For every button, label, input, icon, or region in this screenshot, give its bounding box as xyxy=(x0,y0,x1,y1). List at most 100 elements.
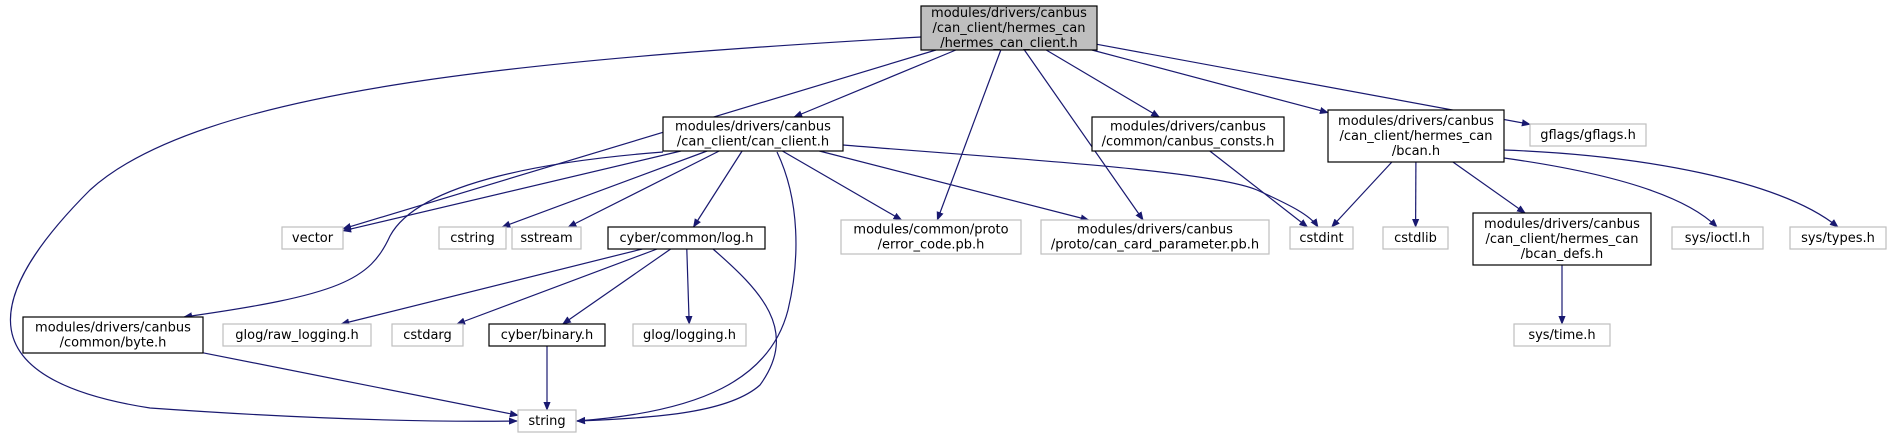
node-label-line: cstdarg xyxy=(403,328,452,343)
edge-bcan-to-sys_ioctl xyxy=(1503,157,1718,228)
edges-layer xyxy=(10,36,1839,425)
node-box xyxy=(281,226,344,250)
node-box xyxy=(438,226,507,250)
edge-can_client-to-error_code xyxy=(782,150,903,221)
node-bcan[interactable]: modules/drivers/canbus/can_client/hermes… xyxy=(1327,109,1505,163)
node-label-line: string xyxy=(528,414,565,429)
node-label-line: /can_client/hermes_can xyxy=(1340,129,1493,144)
node-label-line: /common/byte.h xyxy=(60,336,167,351)
node-label-line: /proto/can_card_parameter.pb.h xyxy=(1051,238,1259,253)
node-label-line: glog/raw_logging.h xyxy=(235,328,358,343)
node-binary[interactable]: cyber/binary.h xyxy=(488,323,606,347)
node-label-line: modules/drivers/canbus xyxy=(1338,114,1494,129)
node-box xyxy=(1529,123,1647,147)
node-box xyxy=(1091,116,1285,152)
node-sstream[interactable]: sstream xyxy=(511,226,582,250)
node-label-line: glog/logging.h xyxy=(643,328,736,343)
node-sys-types[interactable]: sys/types.h xyxy=(1789,226,1887,250)
node-gflags[interactable]: gflags/gflags.h xyxy=(1529,123,1647,147)
node-box xyxy=(391,323,464,347)
edge-canbus_consts-to-cstdint xyxy=(1209,150,1309,228)
node-cstdarg[interactable]: cstdarg xyxy=(391,323,464,347)
node-label-line: /can_client/can_client.h xyxy=(677,135,829,150)
edge-log-to-binary xyxy=(562,248,672,325)
edge-root-to-can_card_parameter xyxy=(1023,49,1144,221)
edge-root-to-string xyxy=(10,36,922,425)
node-box xyxy=(22,316,204,354)
node-label-line: cstdlib xyxy=(1394,231,1437,246)
node-box xyxy=(1671,226,1764,250)
node-label-line: cyber/common/log.h xyxy=(619,231,753,246)
node-box xyxy=(222,323,372,347)
node-label-line: sstream xyxy=(520,231,572,246)
node-box xyxy=(607,226,766,250)
node-label-line: /common/canbus_consts.h xyxy=(1102,135,1275,150)
edge-root-to-can_client xyxy=(793,49,957,118)
node-cstdint[interactable]: cstdint xyxy=(1289,226,1354,250)
node-cstring[interactable]: cstring xyxy=(438,226,507,250)
node-label-line: modules/drivers/canbus xyxy=(1484,217,1640,232)
node-box xyxy=(840,219,1022,255)
node-can-client[interactable]: modules/drivers/canbus/can_client/can_cl… xyxy=(662,116,844,152)
node-sys-ioctl[interactable]: sys/ioctl.h xyxy=(1671,226,1764,250)
node-box xyxy=(1382,226,1449,250)
node-label-line: /bcan_defs.h xyxy=(1521,247,1603,262)
node-box xyxy=(920,5,1098,51)
node-box xyxy=(1789,226,1887,250)
node-label-line: sys/types.h xyxy=(1801,231,1875,246)
node-string[interactable]: string xyxy=(517,409,577,433)
node-sys-time[interactable]: sys/time.h xyxy=(1513,323,1611,347)
node-box xyxy=(511,226,582,250)
node-label-line: cstring xyxy=(450,231,494,246)
node-box xyxy=(488,323,606,347)
edge-log-to-glog_logging xyxy=(685,248,693,325)
edge-bcan-to-cstdint xyxy=(1331,161,1393,228)
edge-root-to-error_code xyxy=(936,49,1002,221)
node-root[interactable]: modules/drivers/canbus/can_client/hermes… xyxy=(920,5,1098,51)
node-box xyxy=(1472,212,1652,266)
node-label-line: modules/drivers/canbus xyxy=(1077,223,1233,238)
node-raw-logging[interactable]: glog/raw_logging.h xyxy=(222,323,372,347)
node-label-line: /hermes_can_client.h xyxy=(940,36,1078,51)
node-glog-logging[interactable]: glog/logging.h xyxy=(632,323,747,347)
node-box xyxy=(1327,109,1505,163)
node-box xyxy=(1289,226,1354,250)
node-label-line: modules/drivers/canbus xyxy=(35,321,191,336)
edge-byte-to-string xyxy=(202,352,519,418)
node-box xyxy=(517,409,577,433)
node-label-line: modules/common/proto xyxy=(853,223,1008,238)
node-label-line: modules/drivers/canbus xyxy=(675,120,831,135)
edge-can_client-to-vector xyxy=(342,150,682,233)
node-label-line: vector xyxy=(292,231,334,246)
nodes-layer: modules/drivers/canbus/can_client/hermes… xyxy=(22,5,1887,433)
node-canbus-consts[interactable]: modules/drivers/canbus/common/canbus_con… xyxy=(1091,116,1285,152)
node-box xyxy=(1513,323,1611,347)
edge-can_client-to-can_card_parameter xyxy=(819,150,1090,222)
edge-can_client-to-byte xyxy=(183,151,664,320)
node-label-line: /bcan.h xyxy=(1392,144,1440,159)
node-can-card-parameter[interactable]: modules/drivers/canbus/proto/can_card_pa… xyxy=(1040,219,1270,255)
node-bcan-defs[interactable]: modules/drivers/canbus/can_client/hermes… xyxy=(1472,212,1652,266)
edge-root-to-bcan xyxy=(1091,49,1329,115)
node-label-line: /error_code.pb.h xyxy=(878,238,985,253)
edge-can_client-to-cstdint xyxy=(842,144,1319,228)
node-label-line: gflags/gflags.h xyxy=(1540,128,1636,143)
node-error-code[interactable]: modules/common/proto/error_code.pb.h xyxy=(840,219,1022,255)
edge-can_client-to-cstring xyxy=(501,150,708,228)
node-byte[interactable]: modules/drivers/canbus/common/byte.h xyxy=(22,316,204,354)
edge-can_client-to-sstream xyxy=(567,150,720,228)
node-label-line: /can_client/hermes_can xyxy=(1486,232,1639,247)
node-label-line: cyber/binary.h xyxy=(501,328,593,343)
node-vector[interactable]: vector xyxy=(281,226,344,250)
node-box xyxy=(1040,219,1270,255)
node-cstdlib[interactable]: cstdlib xyxy=(1382,226,1449,250)
node-label-line: modules/drivers/canbus xyxy=(1110,120,1266,135)
edge-log-to-raw_logging xyxy=(340,248,643,326)
edge-bcan-to-sys_types xyxy=(1503,149,1839,228)
node-log[interactable]: cyber/common/log.h xyxy=(607,226,766,250)
edge-can_client-to-log xyxy=(692,150,743,228)
edge-root-to-canbus_consts xyxy=(1045,49,1161,118)
edge-can_client-to-string xyxy=(576,151,797,424)
node-box xyxy=(632,323,747,347)
